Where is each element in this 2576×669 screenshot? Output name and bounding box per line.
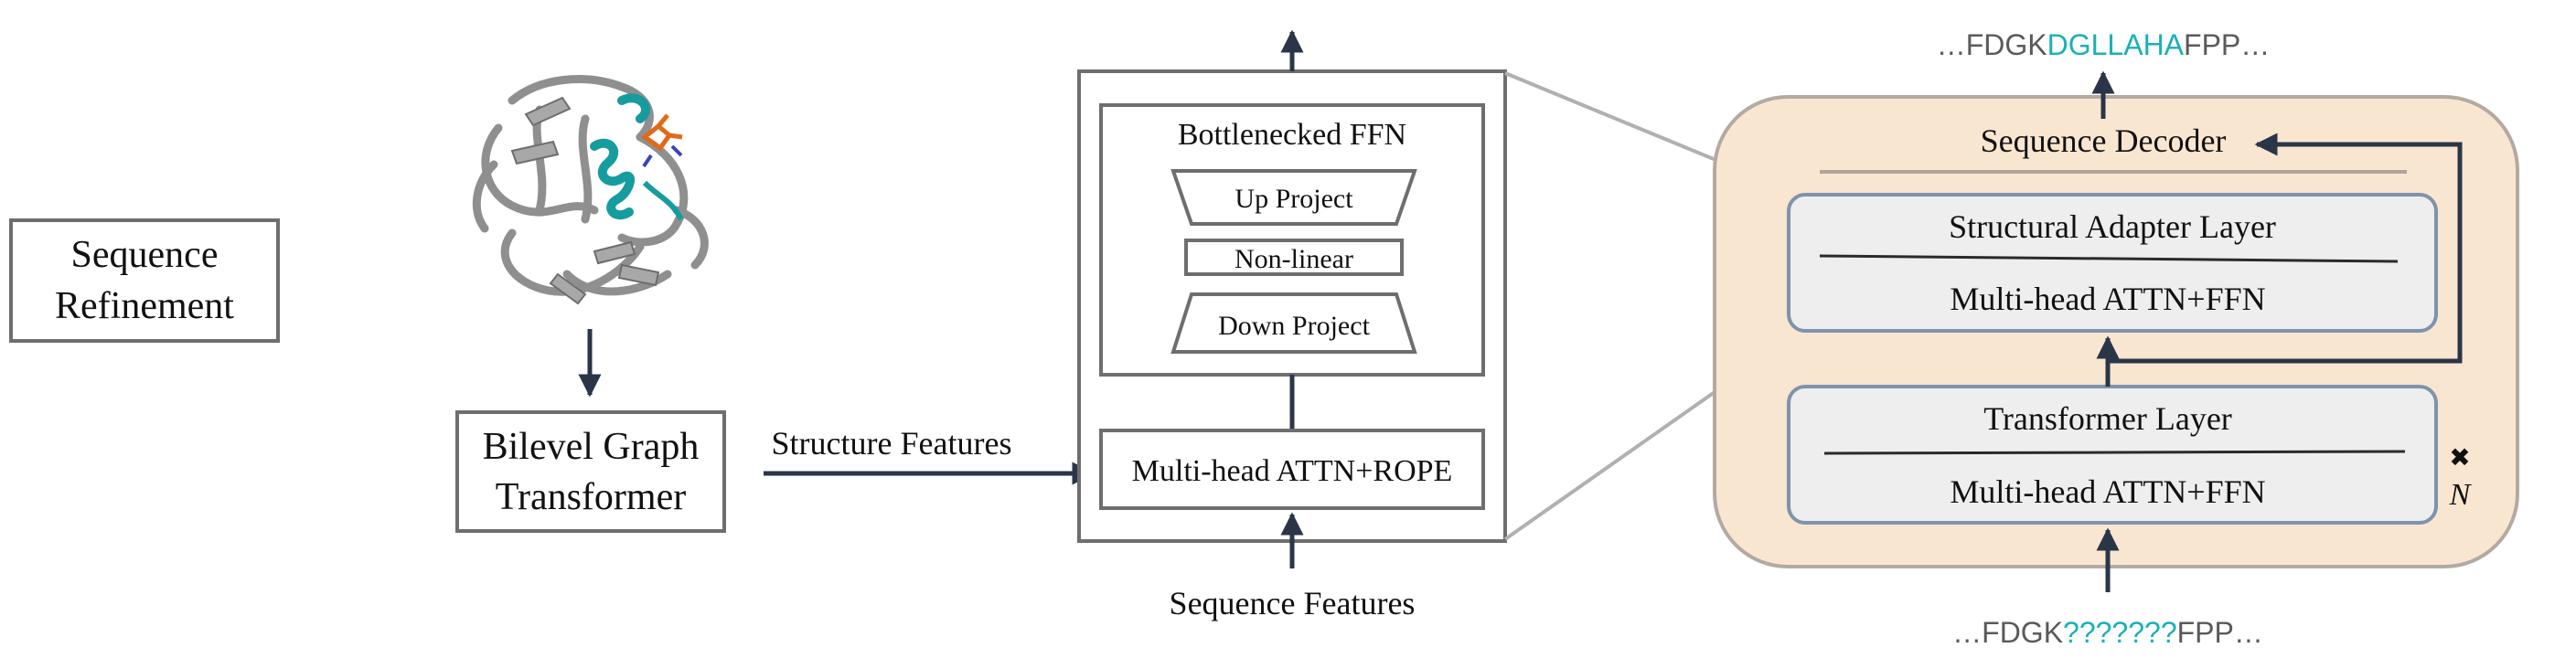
output-sequence-prefix: …FDGK — [1937, 28, 2047, 61]
repeat-multiply-icon: ✖ — [2449, 443, 2470, 472]
sequence-refinement-line2: Refinement — [55, 285, 234, 327]
attn-rope-label: Multi-head ATTN+ROPE — [1132, 454, 1453, 488]
input-sequence-suffix: FPP… — [2177, 616, 2263, 649]
transformer-layer-sub: Multi-head ATTN+FFN — [1950, 473, 2265, 510]
transformer-layer-title: Transformer Layer — [1983, 400, 2232, 437]
structural-adapter-layer-box — [1787, 193, 2438, 333]
sequence-decoder-panel: Sequence Decoder Structural Adapter Laye… — [1713, 95, 2519, 568]
protein-structure-icon — [472, 75, 709, 305]
sequence-refinement-box: Sequence Refinement — [9, 218, 280, 343]
structural-adapter-layer-sub: Multi-head ATTN+FFN — [1950, 281, 2265, 317]
sequence-decoder-title: Sequence Decoder — [1981, 122, 2227, 159]
adapter-layer-divider — [1819, 254, 2399, 263]
non-linear-label: Non-linear — [1235, 244, 1353, 274]
non-linear-box — [1184, 239, 1404, 276]
transformer-layer-divider — [1823, 450, 2406, 455]
bilevel-graph-transformer-box: Bilevel Graph Transformer — [455, 410, 726, 533]
attn-rope-box — [1099, 429, 1485, 510]
residual-feedback-path — [2108, 133, 2463, 364]
graph-transformer-line2: Transformer — [496, 476, 686, 518]
transformer-layer-box — [1787, 385, 2438, 525]
structural-adapter-layer-title: Structural Adapter Layer — [1949, 208, 2276, 245]
structure-features-label: Structure Features — [772, 425, 1012, 462]
structural-adapter-detail: Bottlenecked FFN Up Project Non-linear D… — [1077, 69, 1507, 543]
output-sequence-highlight: DGLLAHA — [2047, 28, 2185, 61]
output-sequence-suffix: FPP… — [2184, 28, 2270, 61]
down-project-shape — [1170, 292, 1417, 354]
input-sequence: …FDGK???????FPP… — [1952, 616, 2263, 649]
repeat-n-label: N — [2449, 478, 2473, 512]
sequence-features-label: Sequence Features — [1170, 585, 1416, 621]
sequence-refinement-line1: Sequence — [71, 234, 219, 276]
bottlenecked-ffn-title: Bottlenecked FFN — [1178, 118, 1406, 152]
graph-transformer-line1: Bilevel Graph — [483, 426, 700, 468]
up-project-shape — [1170, 169, 1417, 226]
input-sequence-prefix: …FDGK — [1952, 616, 2063, 649]
output-sequence: …FDGKDGLLAHAFPP… — [1937, 28, 2271, 61]
down-project-label: Down Project — [1218, 311, 1370, 341]
input-sequence-highlight: ??????? — [2063, 616, 2177, 649]
up-project-label: Up Project — [1235, 184, 1353, 214]
